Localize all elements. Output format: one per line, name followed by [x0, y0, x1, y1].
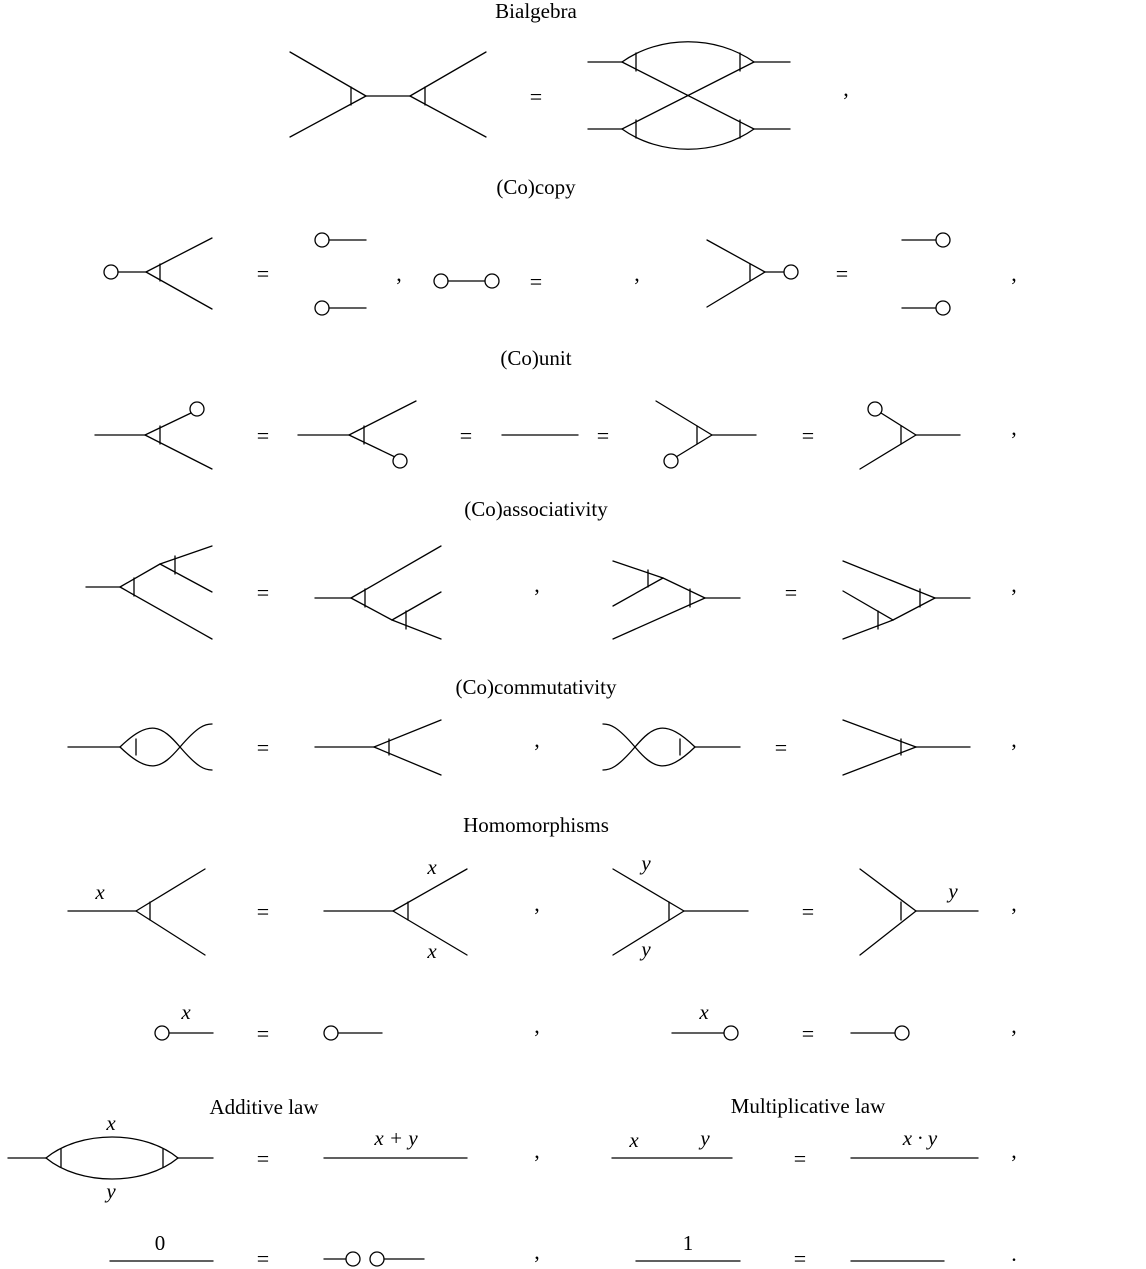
- additive-label-sum: x + y: [373, 1126, 418, 1150]
- homo-label-x-5: x: [698, 1000, 709, 1024]
- unit-rhs-1: [297, 400, 417, 469]
- unit-rhs-3: [655, 400, 757, 469]
- copy-comma-3: ,: [1011, 261, 1017, 286]
- homo-lhs-1: x: [67, 868, 206, 956]
- unit-lhs: [94, 401, 213, 470]
- bialgebra-comma: ,: [843, 76, 849, 101]
- zero-equals: =: [257, 1246, 269, 1269]
- homo-unit-lhs: x: [154, 1000, 214, 1041]
- copy-rhs-1: [314, 232, 367, 316]
- homo-equals-4: =: [802, 1021, 814, 1046]
- title-additive-law: Additive law: [209, 1095, 319, 1119]
- homo-equals-1: =: [257, 899, 269, 924]
- homo-comma-1: ,: [534, 891, 540, 916]
- assoc-comma-2: ,: [1011, 572, 1017, 597]
- homo-comma-4: ,: [1011, 1013, 1017, 1038]
- title-associativity: (Co)associativity: [464, 497, 608, 521]
- title-bialgebra: Bialgebra: [495, 0, 577, 23]
- homo-label-x-3: x: [426, 939, 437, 963]
- one-label: 1: [683, 1231, 694, 1255]
- copy-equals-2: =: [530, 269, 542, 294]
- assoc-equals-1: =: [257, 580, 269, 605]
- homo-lhs-2: y y: [612, 851, 749, 961]
- copy-equals-1: =: [257, 261, 269, 286]
- comm-comma-1: ,: [534, 727, 540, 752]
- homo-label-y-1: y: [639, 851, 651, 875]
- title-homomorphisms: Homomorphisms: [463, 813, 609, 837]
- zero-lhs: 0: [109, 1231, 214, 1262]
- one-lhs: 1: [635, 1231, 741, 1262]
- homo-label-x-2: x: [426, 855, 437, 879]
- additive-rhs: x + y: [323, 1126, 468, 1159]
- homo-label-x-4: x: [180, 1000, 191, 1024]
- assoc-rhs-1: [314, 545, 442, 640]
- homo-comma-2: ,: [1011, 891, 1017, 916]
- additive-comma: ,: [534, 1138, 540, 1163]
- comm-equals-1: =: [257, 735, 269, 760]
- copy-comma-1: ,: [396, 261, 402, 286]
- title-multiplicative-law: Multiplicative law: [731, 1094, 886, 1118]
- comm-rhs-1: [314, 719, 442, 776]
- bialgebra-lhs: [289, 51, 487, 138]
- additive-label-x: x: [105, 1111, 116, 1135]
- assoc-lhs-2: [612, 560, 741, 640]
- homo-equals-2: =: [802, 899, 814, 924]
- multiplicative-comma: ,: [1011, 1138, 1017, 1163]
- homo-rhs-2: y: [859, 868, 979, 956]
- assoc-equals-2: =: [785, 580, 797, 605]
- unit-equals-4: =: [802, 423, 814, 448]
- unit-rhs-4: [859, 401, 961, 470]
- multiplicative-label-product: x · y: [902, 1126, 938, 1150]
- copy-comma-2: ,: [634, 261, 640, 286]
- multiplicative-lhs: x y: [611, 1126, 733, 1159]
- multiplicative-rhs: x · y: [850, 1126, 979, 1159]
- copy-lhs-3: [706, 239, 799, 308]
- assoc-comma-1: ,: [534, 572, 540, 597]
- assoc-rhs-2: [842, 560, 971, 640]
- homo-label-x-1: x: [94, 880, 105, 904]
- final-period: .: [1011, 1241, 1017, 1266]
- zero-label: 0: [155, 1231, 166, 1255]
- bialgebra-rhs: [587, 41, 791, 150]
- unit-equals-2: =: [460, 423, 472, 448]
- multiplicative-label-x: x: [628, 1128, 639, 1152]
- comm-equals-2: =: [775, 735, 787, 760]
- assoc-lhs-1: [85, 545, 213, 640]
- title-commutativity: (Co)commutativity: [456, 675, 617, 699]
- homo-comma-3: ,: [534, 1013, 540, 1038]
- copy-equals-3: =: [836, 261, 848, 286]
- zero-rhs: [323, 1251, 425, 1267]
- homo-rhs-1: x x: [323, 855, 468, 963]
- homo-counit-lhs: x: [671, 1000, 739, 1041]
- unit-comma: ,: [1011, 415, 1017, 440]
- unit-equals-3: =: [597, 423, 609, 448]
- additive-lhs: x y: [7, 1111, 214, 1203]
- homo-label-y-3: y: [946, 879, 958, 903]
- homo-equals-3: =: [257, 1021, 269, 1046]
- title-copy: (Co)copy: [496, 175, 576, 199]
- unit-equals-1: =: [257, 423, 269, 448]
- comm-lhs-2: [602, 723, 741, 771]
- homo-label-y-2: y: [639, 937, 651, 961]
- comm-comma-2: ,: [1011, 727, 1017, 752]
- one-equals: =: [794, 1246, 806, 1269]
- comm-rhs-2: [842, 719, 971, 776]
- homo-unit-rhs: [323, 1025, 383, 1041]
- copy-lhs-2: [433, 273, 500, 289]
- additive-equals: =: [257, 1146, 269, 1171]
- comm-lhs-1: [67, 723, 213, 771]
- bialgebra-equals: =: [530, 84, 542, 109]
- additive-label-y: y: [104, 1179, 116, 1203]
- zero-comma: ,: [534, 1239, 540, 1264]
- title-unit: (Co)unit: [500, 346, 571, 370]
- multiplicative-label-y: y: [698, 1126, 710, 1150]
- copy-lhs-1: [103, 237, 213, 310]
- copy-rhs-3: [901, 232, 951, 316]
- homo-counit-rhs: [850, 1025, 910, 1041]
- multiplicative-equals: =: [794, 1146, 806, 1171]
